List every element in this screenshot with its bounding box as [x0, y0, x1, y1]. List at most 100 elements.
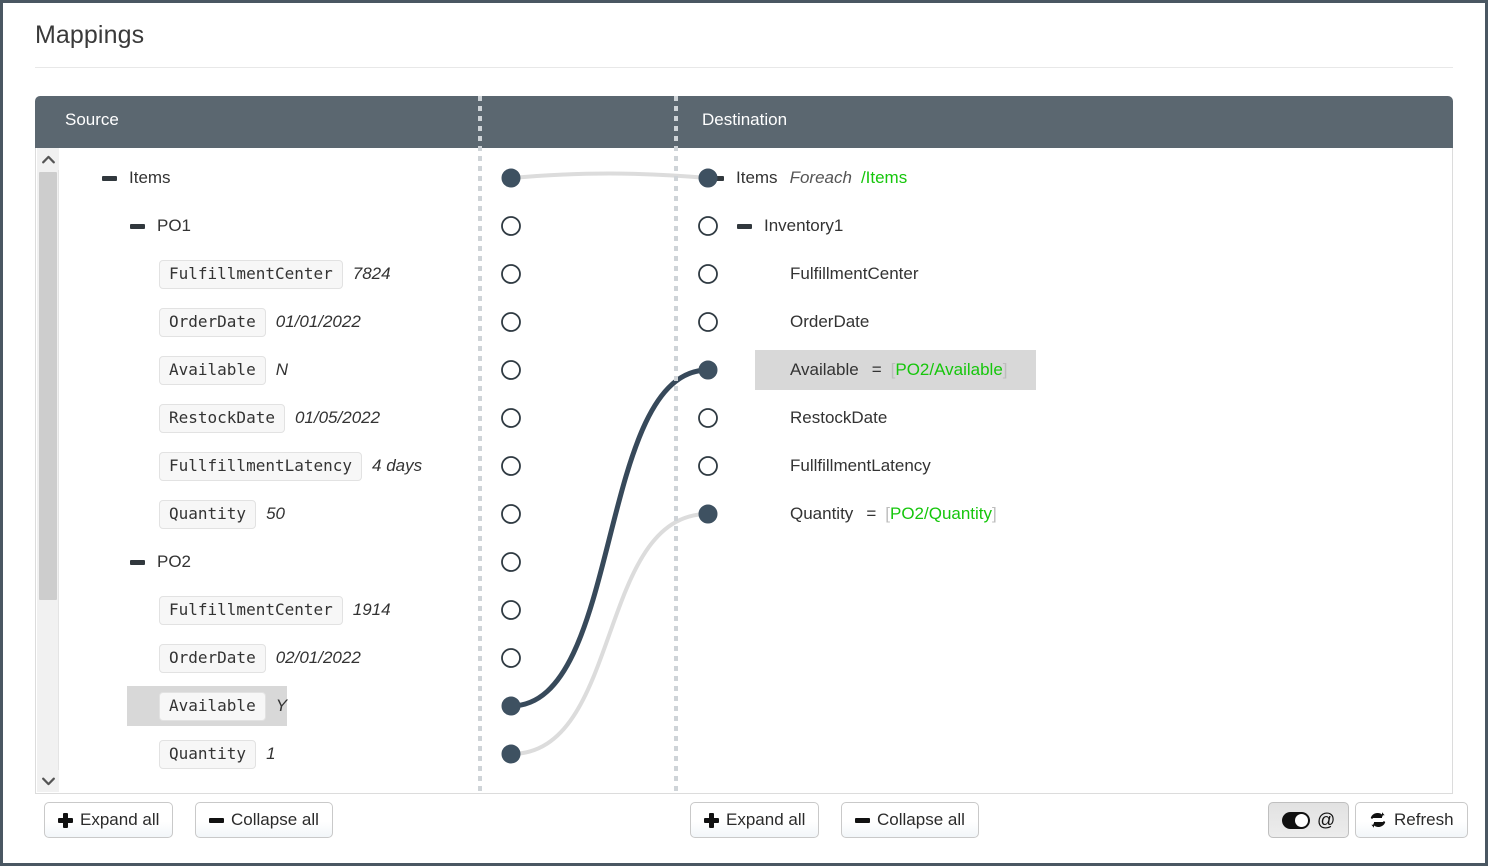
dest-expand-all-label: Expand all [726, 810, 806, 829]
source-connector-node-connected[interactable] [501, 744, 521, 764]
destination-connector-node[interactable] [698, 216, 718, 236]
destination-connector-node[interactable] [698, 456, 718, 476]
source-expand-all-label: Expand all [80, 810, 160, 829]
destination-connector-node-connected[interactable] [698, 504, 718, 524]
source-scrollbar[interactable] [37, 148, 59, 792]
source-field-name: OrderDate [159, 307, 266, 337]
source-field-value: 02/01/2022 [275, 648, 361, 667]
mapping-link[interactable] [509, 171, 710, 180]
source-collapse-all-label: Collapse all [231, 810, 319, 829]
mapping-links-canvas [501, 168, 718, 764]
collapse-toggle-icon[interactable] [127, 216, 148, 237]
source-connector-node-connected[interactable] [501, 168, 521, 188]
destination-node-label: Items [736, 168, 778, 187]
destination-connector-node[interactable] [698, 408, 718, 428]
dest-expand-all-button[interactable]: Expand all [690, 802, 820, 838]
dest-collapse-all-label: Collapse all [877, 810, 965, 829]
mapping-link[interactable] [508, 367, 711, 709]
source-collapse-all-button[interactable]: Collapse all [195, 802, 333, 838]
destination-tree-field[interactable]: Available=[PO2/Available] [755, 350, 1036, 390]
destination-connector-node-connected[interactable] [698, 360, 718, 380]
destination-tree-field[interactable]: FullfillmentLatency [790, 446, 931, 486]
source-field-name: Available [159, 691, 266, 721]
source-tree-node[interactable]: PO2 [127, 542, 191, 582]
footer-toolbar: Expand all Collapse all Expand all Colla… [35, 798, 1468, 842]
source-connector-node[interactable] [501, 408, 521, 428]
destination-tree-field[interactable]: RestockDate [790, 398, 887, 438]
scrollbar-thumb[interactable] [39, 172, 57, 600]
at-symbol-label: @ [1317, 809, 1336, 830]
source-connector-node[interactable] [501, 456, 521, 476]
source-tree-field[interactable]: OrderDate 01/01/2022 [159, 302, 361, 342]
destination-tree-node[interactable]: Inventory1 [734, 206, 843, 246]
destination-divider [674, 96, 678, 794]
destination-tree-field[interactable]: OrderDate [790, 302, 869, 342]
source-tree-field[interactable]: RestockDate 01/05/2022 [159, 398, 380, 438]
mapping-expression[interactable]: PO2/Quantity [889, 504, 993, 523]
refresh-label: Refresh [1394, 810, 1454, 829]
destination-field-name: RestockDate [790, 408, 888, 427]
source-tree-node[interactable]: PO1 [127, 206, 191, 246]
source-field-name: FulfillmentCenter [159, 595, 343, 625]
scroll-down-icon[interactable] [37, 770, 59, 792]
show-expressions-toggle-button[interactable]: @ [1268, 802, 1350, 838]
mapping-expression[interactable]: PO2/Available [895, 360, 1003, 379]
destination-tree-field[interactable]: Quantity=[PO2/Quantity] [790, 494, 997, 534]
collapse-toggle-icon[interactable] [127, 552, 148, 573]
foreach-path: /Items [860, 168, 908, 187]
source-connector-node[interactable] [501, 600, 521, 620]
source-node-label: PO2 [157, 552, 192, 571]
scroll-up-icon[interactable] [37, 148, 59, 170]
toggle-switch-icon [1282, 811, 1310, 829]
source-field-name: RestockDate [159, 403, 285, 433]
dest-collapse-all-button[interactable]: Collapse all [841, 802, 979, 838]
expression-open-bracket: [ [890, 360, 896, 379]
plus-icon [58, 812, 73, 828]
source-connector-node[interactable] [501, 504, 521, 524]
source-field-value: 7824 [352, 264, 391, 283]
mapper-header: Source Destination [35, 96, 1453, 148]
source-connector-node[interactable] [501, 552, 521, 572]
source-connector-node[interactable] [501, 360, 521, 380]
source-node-label: PO1 [157, 216, 192, 235]
source-tree-field[interactable]: FulfillmentCenter 7824 [159, 254, 391, 294]
source-field-value: 01/05/2022 [294, 408, 381, 427]
destination-tree-field[interactable]: FulfillmentCenter [790, 254, 919, 294]
destination-connector-node[interactable] [698, 312, 718, 332]
destination-connector-node-connected[interactable] [698, 168, 718, 188]
source-field-name: Quantity [159, 499, 257, 529]
source-field-value: 50 [266, 504, 285, 523]
page-title: Mappings [35, 21, 145, 49]
refresh-button[interactable]: Refresh [1355, 802, 1468, 838]
source-tree-field[interactable]: Quantity 50 [159, 494, 285, 534]
source-connector-node[interactable] [501, 312, 521, 332]
source-connector-node[interactable] [501, 648, 521, 668]
source-divider [478, 96, 482, 794]
destination-field-name: Available [790, 360, 859, 379]
source-connector-node[interactable] [501, 264, 521, 284]
source-field-value: 01/01/2022 [275, 312, 361, 331]
destination-connector-node[interactable] [698, 264, 718, 284]
source-connector-node[interactable] [501, 216, 521, 236]
source-tree-node[interactable]: Items [99, 158, 171, 198]
source-expand-all-button[interactable]: Expand all [44, 802, 174, 838]
source-field-name: Quantity [159, 739, 257, 769]
collapse-toggle-icon[interactable] [99, 168, 120, 189]
collapse-toggle-icon[interactable] [734, 216, 755, 237]
destination-field-name: Quantity [790, 504, 854, 523]
mapping-link[interactable] [509, 512, 710, 756]
source-connector-node-connected[interactable] [501, 696, 521, 716]
source-field-name: FulfillmentCenter [159, 259, 343, 289]
